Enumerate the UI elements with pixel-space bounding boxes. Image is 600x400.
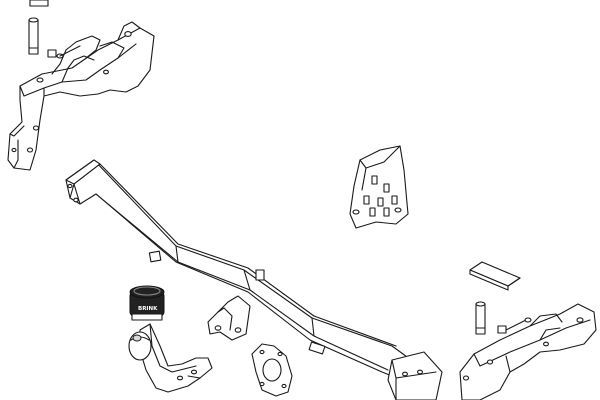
tow-ball (128, 331, 152, 361)
bolt-right (475, 301, 486, 335)
washer-nut-right (497, 317, 532, 334)
washer-nut-left (47, 45, 81, 59)
right-mounting-bracket (459, 303, 597, 400)
electrical-socket: BRINK (129, 285, 165, 321)
cross-beam (65, 159, 415, 377)
socket-mounting-plate (251, 343, 293, 397)
bolt-top-left (28, 17, 39, 55)
socket-brand-label: BRINK (138, 306, 158, 312)
spacer-block-right (469, 261, 521, 291)
spacer-block-top-left (29, 0, 49, 7)
tow-ball-neck (139, 323, 213, 393)
fixing-kit-bag (349, 145, 409, 229)
beam-end-plate-right (387, 351, 443, 400)
hitch-mount-bracket (207, 295, 251, 341)
left-mounting-bracket (7, 21, 155, 171)
